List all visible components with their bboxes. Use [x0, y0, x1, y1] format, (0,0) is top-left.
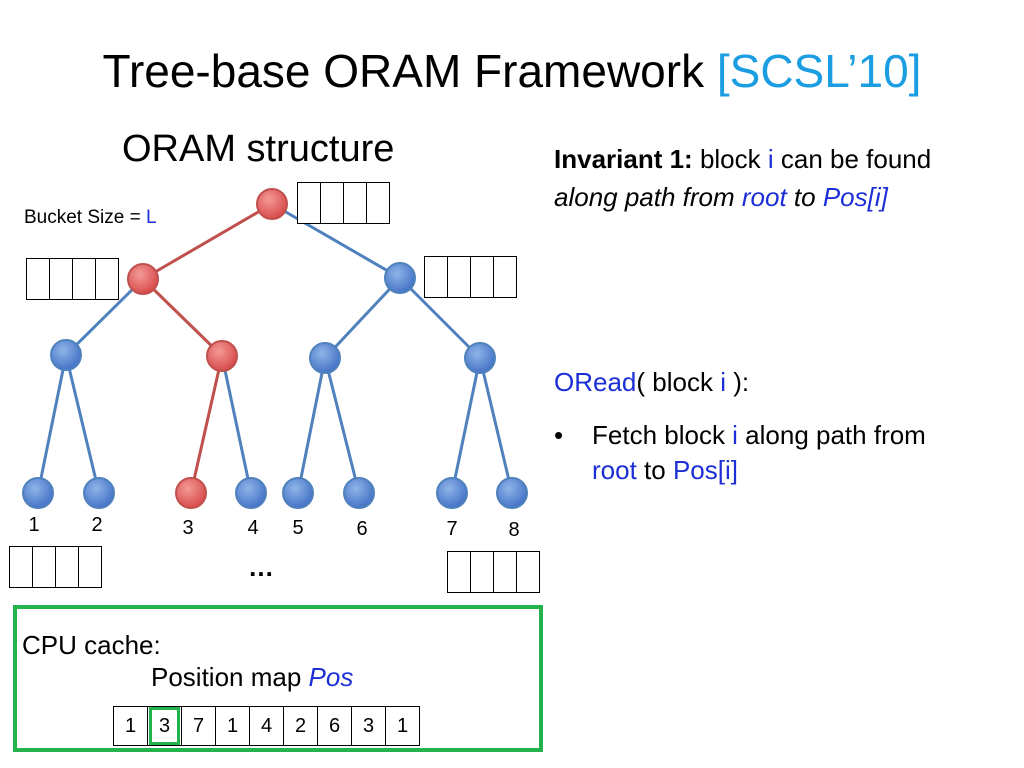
node-l1-left	[127, 263, 159, 295]
position-map-label: Position map Pos	[151, 662, 354, 692]
oram-structure-heading: ORAM structure	[122, 128, 395, 170]
leaf-node-2	[83, 477, 115, 509]
bucket-size-label: Bucket Size = L	[24, 207, 157, 228]
oread-signature: ORead( block i ):	[554, 367, 750, 397]
leaf-label-1: 1	[28, 514, 40, 536]
node-l2-d	[464, 342, 496, 374]
pos-cell: 7	[182, 707, 216, 745]
edge-l1-left	[64, 277, 145, 357]
edge-c-leaf6	[323, 357, 361, 494]
node-l2-c	[309, 342, 341, 374]
edge-c-leaf5	[296, 357, 327, 494]
edge-a-leaf1	[36, 354, 68, 494]
title-main: Tree-base ORAM Framework	[102, 45, 705, 97]
pos-cell: 3	[352, 707, 386, 745]
more-leaves-ellipsis: …	[248, 552, 275, 582]
leaf-label-6: 6	[356, 518, 368, 540]
leaf-node-3	[175, 477, 207, 509]
leaf-node-7	[436, 477, 468, 509]
leaf-node-8	[496, 477, 528, 509]
cpu-cache-label: CPU cache:	[22, 630, 161, 660]
edge-b-leaf4	[220, 355, 253, 494]
invariant-label: Invariant 1:	[554, 144, 693, 174]
leaf-label-3: 3	[182, 517, 194, 539]
edge-a-leaf2	[64, 354, 101, 494]
slide-title: Tree-base ORAM Framework [SCSL’10]	[0, 44, 1024, 98]
pos-cell: 6	[318, 707, 352, 745]
bucket-l1-left	[26, 258, 119, 300]
pos-cell-highlighted: 3	[148, 707, 182, 745]
leaf-label-4: 4	[247, 517, 259, 539]
node-root	[256, 188, 288, 220]
node-l1-right	[384, 262, 416, 294]
bucket-leaf-8	[447, 551, 540, 593]
position-map-table: 1 3 7 1 4 2 6 3 1	[113, 706, 420, 746]
path-edge-leaf3	[189, 355, 224, 494]
leaf-node-4	[235, 477, 267, 509]
bucket-leaf-1	[9, 546, 102, 588]
pos-cell: 1	[216, 707, 250, 745]
leaf-label-7: 7	[446, 518, 458, 540]
edge-root-right	[271, 202, 401, 280]
pos-cell: 2	[284, 707, 318, 745]
bucket-l1-right	[424, 256, 517, 298]
leaf-node-1	[22, 477, 54, 509]
bullet-dot: •	[554, 420, 564, 450]
node-l2-a	[50, 339, 82, 371]
oread-name: ORead	[554, 367, 637, 397]
path-edge-root	[142, 202, 273, 281]
invariant-text: Invariant 1: block i can be found along …	[554, 144, 932, 212]
pos-cell: 4	[250, 707, 284, 745]
bucket-size-var: L	[145, 207, 157, 228]
leaf-label-2: 2	[91, 514, 103, 536]
pos-cell: 1	[396, 715, 409, 737]
cpu-cache-box	[13, 605, 543, 752]
edge-d-leaf8	[478, 357, 514, 494]
node-l2-b	[206, 340, 238, 372]
edge-d-leaf7	[450, 357, 482, 494]
leaf-label-5: 5	[292, 517, 304, 539]
leaf-node-5	[282, 477, 314, 509]
bucket-root	[297, 182, 390, 224]
leaf-node-6	[343, 477, 375, 509]
pos-cell: 1	[114, 707, 148, 745]
edge-r1-left	[323, 276, 402, 360]
path-edge-l1	[141, 277, 224, 358]
title-citation: [SCSL’10]	[716, 45, 922, 97]
leaf-label-8: 8	[508, 519, 520, 541]
edge-r1-right	[398, 276, 482, 360]
